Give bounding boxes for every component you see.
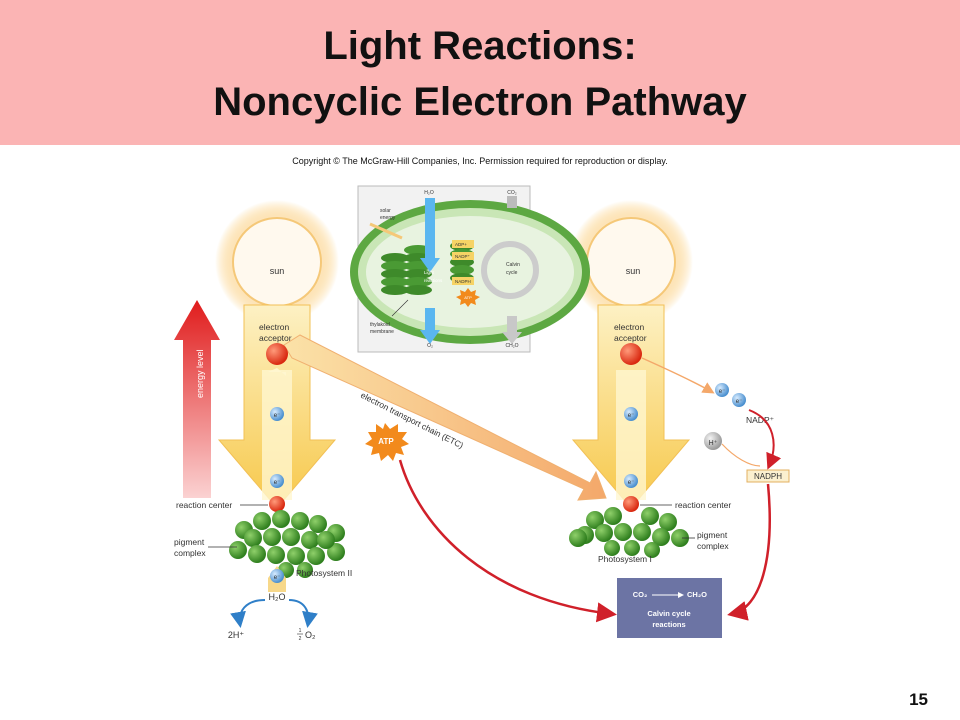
electron-left-2 (270, 474, 284, 488)
inset-calvin-2: cycle (506, 270, 518, 276)
sun-label-left: sun (270, 266, 285, 276)
electron-right-2-label: e⁻ (628, 480, 635, 486)
electron-right-2 (624, 474, 638, 488)
electron-path-left (262, 370, 292, 500)
electron-acceptor-label-right-2: acceptor (614, 333, 647, 343)
nadp-label: NADP⁺ (746, 415, 775, 425)
electron-left-1 (270, 407, 284, 421)
pigment-complex-left (229, 510, 345, 578)
inset-thylakoid-2: membrane (370, 329, 394, 335)
calvin-label-2: reactions (652, 620, 685, 629)
inset-nadph: NADPH (455, 279, 471, 284)
electron-acceptor-left (266, 343, 288, 365)
inset-ch2o: CH₂O (505, 343, 518, 349)
sun-left (232, 217, 322, 307)
electron-water-label: e⁻ (274, 575, 281, 581)
reaction-center-left (269, 496, 285, 512)
nadph-label: NADPH (754, 472, 782, 481)
oxygen-label: O₂ (305, 630, 316, 640)
electron-nadp-2 (732, 393, 746, 407)
inset-adp: ADP+ (455, 242, 467, 247)
slide-title-line1: Light Reactions: (323, 24, 637, 68)
chloroplast-inset (350, 185, 590, 353)
half-den: 2 (299, 636, 302, 642)
photosystem-i-label: Photosystem I (598, 554, 652, 564)
inset-co2: CO₂ (507, 190, 517, 196)
photosystem-ii-label: Photosystem II (296, 568, 352, 578)
electron-acceptor-right (620, 343, 642, 365)
atp-label: ATP (378, 437, 394, 446)
reaction-center-label-right: reaction center (675, 500, 731, 510)
water-label: H₂O (269, 592, 286, 602)
electron-left-1-label: e⁻ (274, 413, 281, 419)
electron-acceptor-label-right-1: electron (614, 322, 645, 332)
atp-to-calvin-arrow (398, 459, 617, 623)
nadph-box (746, 469, 790, 483)
proton (704, 432, 722, 450)
inset-o2: O₂ (427, 343, 433, 349)
copyright-notice: Copyright © The McGraw-Hill Companies, I… (292, 156, 668, 166)
electron-right-1 (624, 407, 638, 421)
inset-light-1: Light (424, 270, 435, 275)
pigment-label-right-2: complex (697, 541, 729, 551)
pigment-label-left-2: complex (174, 548, 206, 558)
inset-thylakoid-1: thylakoid (370, 322, 390, 328)
atp-starburst (365, 423, 409, 461)
electron-acceptor-label-left-1: electron (259, 322, 290, 332)
electron-nadp-1-label: e⁻ (719, 389, 726, 395)
title-banner (0, 0, 960, 145)
inset-nadp: NADP⁺ (455, 254, 471, 259)
reaction-center-label-left: reaction center (176, 500, 232, 510)
page-number: 15 (909, 690, 928, 709)
electron-nadp-2-label: e⁻ (736, 399, 743, 405)
electron-path-right (616, 370, 646, 500)
inset-solar-1: solar (380, 208, 391, 214)
protons-label: 2H⁺ (228, 630, 245, 640)
energy-level-arrow (174, 300, 220, 498)
inset-calvin-1: Calvin (506, 262, 520, 268)
inset-solar-2: energy (380, 215, 396, 221)
inset-h2o: H₂O (424, 190, 434, 196)
proton-label: H⁺ (709, 440, 718, 447)
sun-right (586, 217, 676, 307)
calvin-co2-label: CO₂ (633, 590, 648, 599)
etc-arrow (283, 334, 607, 501)
inset-light-2: reactions (424, 278, 443, 283)
electron-water (270, 569, 284, 583)
calvin-cycle-box (617, 578, 722, 638)
sun-label-right: sun (626, 266, 641, 276)
pigment-complex-right (569, 507, 689, 558)
energy-level-label: energy level (195, 349, 205, 398)
slide-title-line2: Noncyclic Electron Pathway (213, 80, 747, 124)
electron-nadp-1 (715, 383, 729, 397)
calvin-ch2o-label: CH₂O (687, 590, 707, 599)
electron-right-1-label: e⁻ (628, 413, 635, 419)
calvin-label-1: Calvin cycle (647, 609, 690, 618)
pigment-label-left-1: pigment (174, 537, 205, 547)
electron-left-2-label: e⁻ (274, 480, 281, 486)
pigment-label-right-1: pigment (697, 530, 728, 540)
electron-acceptor-label-left-2: acceptor (259, 333, 292, 343)
nadph-to-calvin-arrow (727, 483, 771, 621)
reaction-center-right (623, 496, 639, 512)
inset-atp: ATP (464, 295, 472, 300)
half-num: 1 (299, 628, 302, 634)
